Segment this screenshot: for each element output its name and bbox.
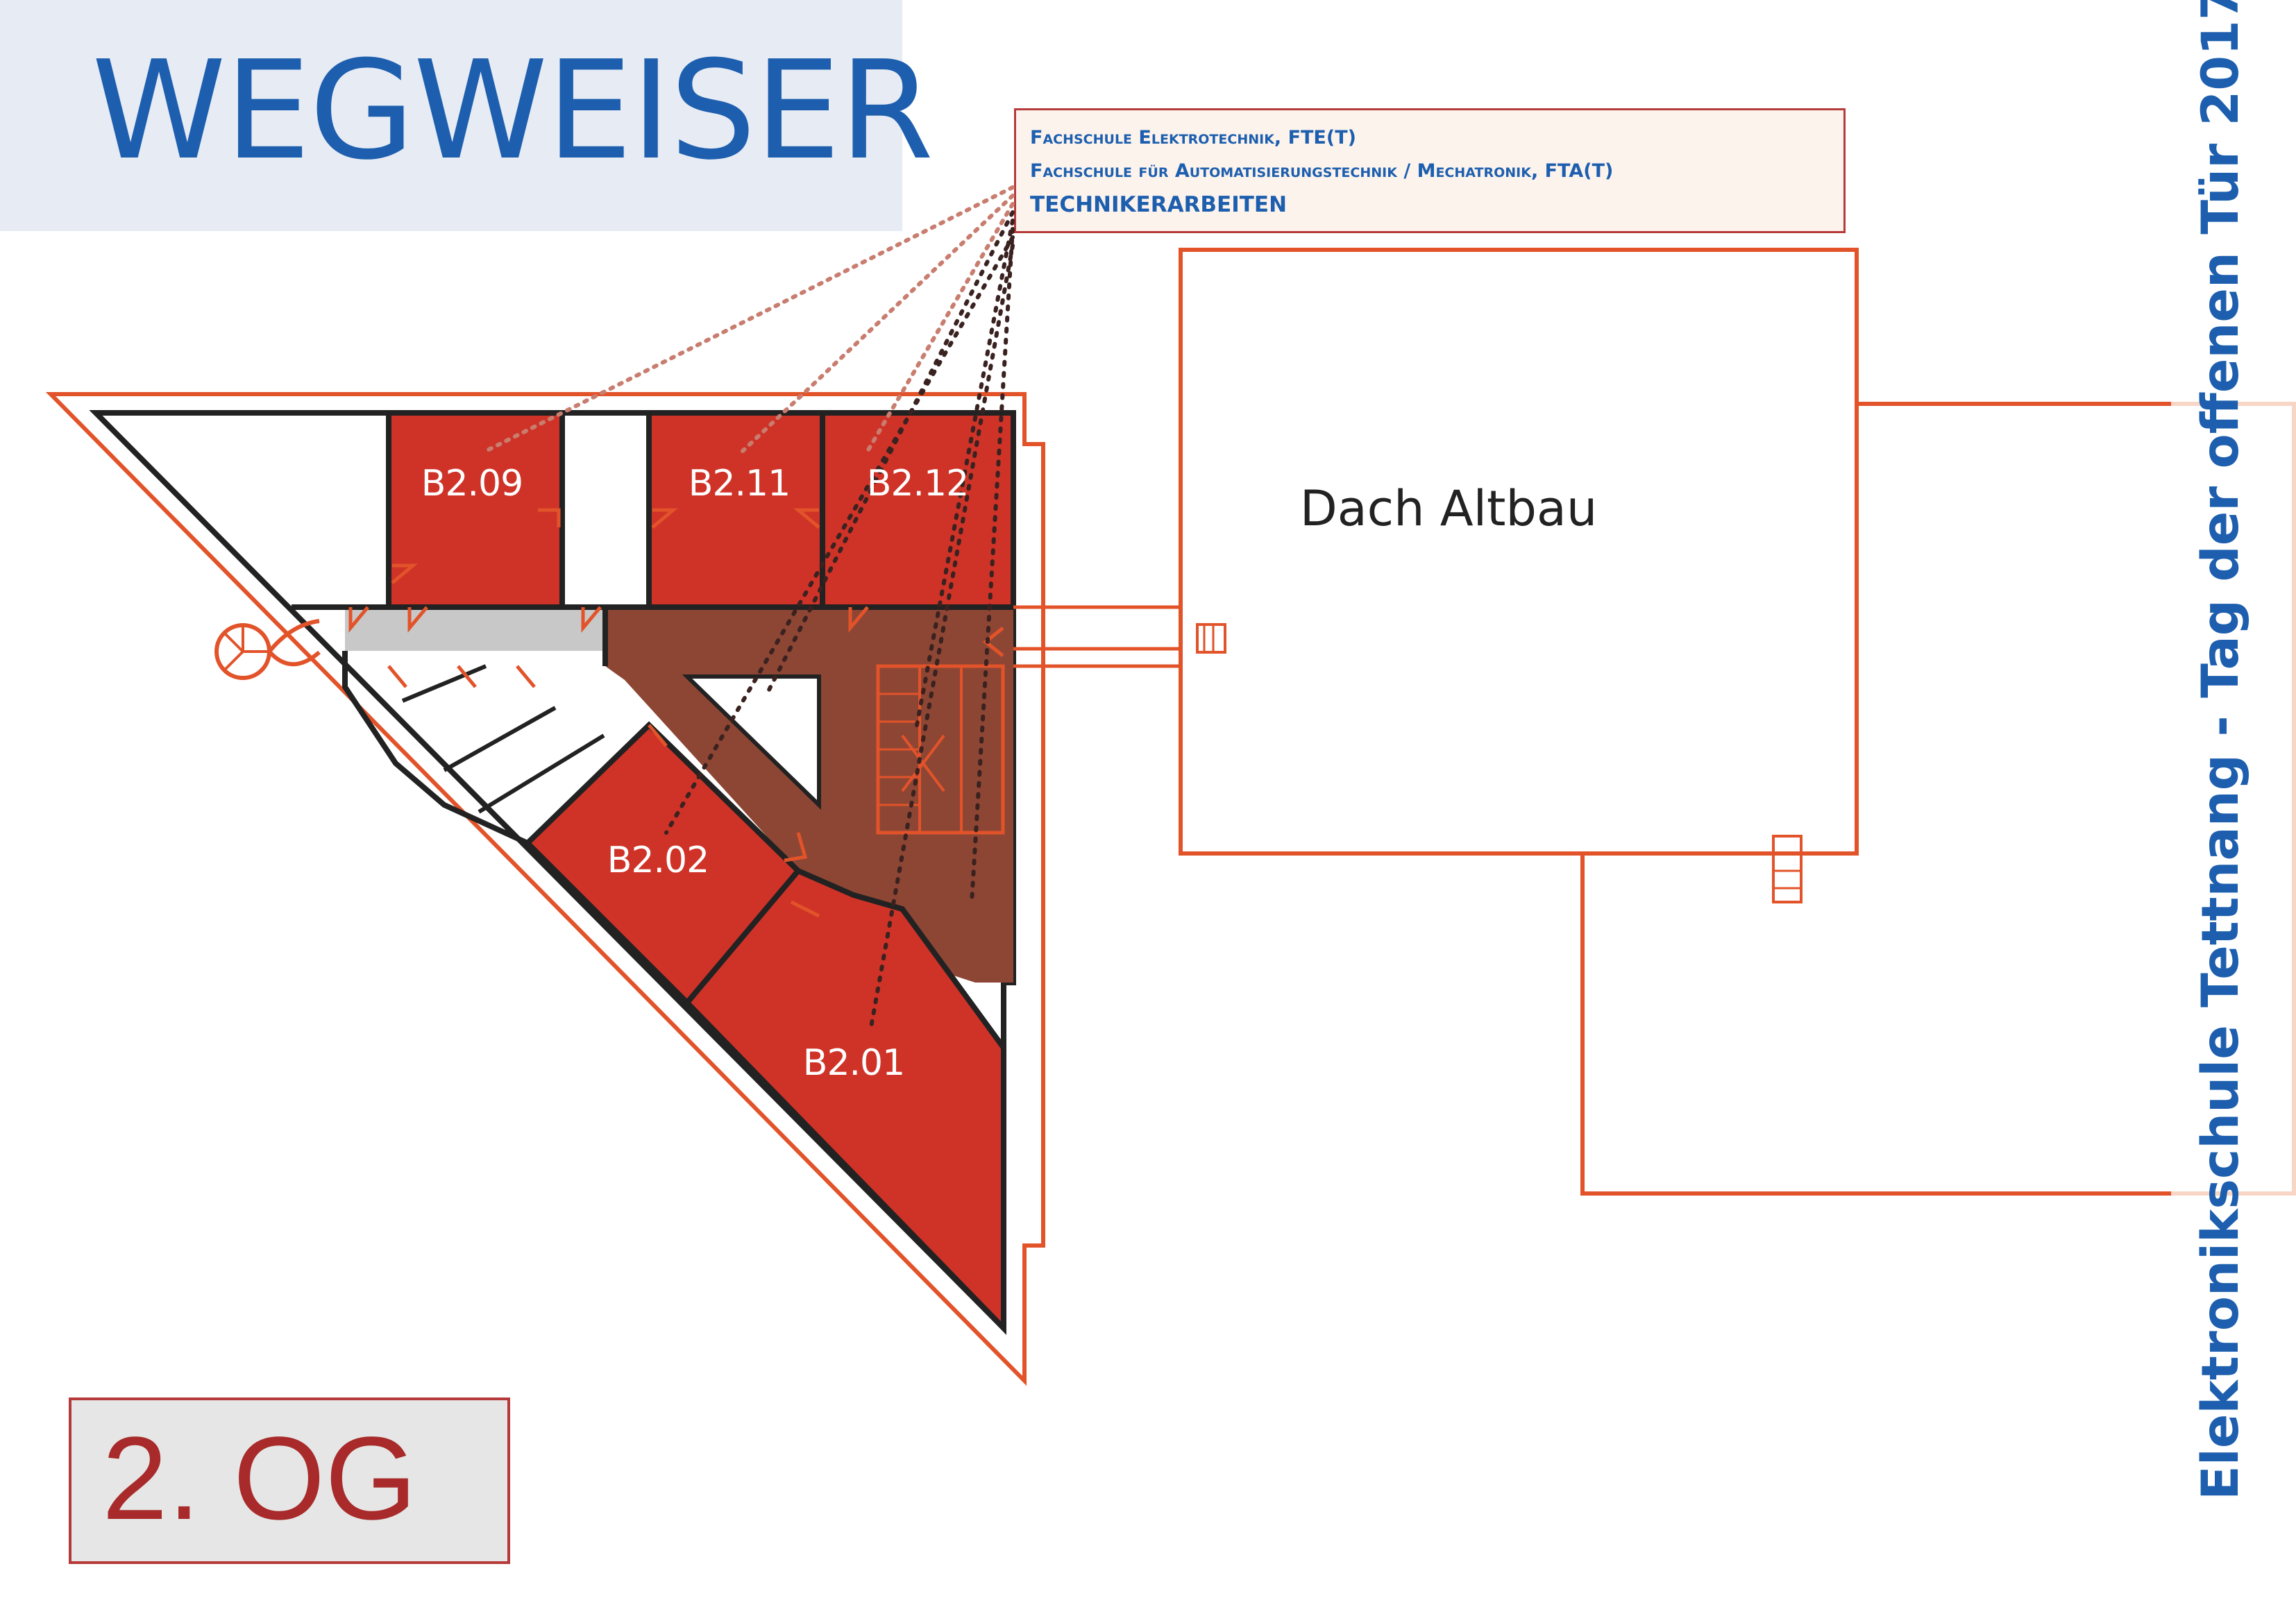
page-title: WEGWEISER <box>92 32 934 190</box>
corridor <box>345 607 605 651</box>
light-well <box>682 674 821 810</box>
room-label-b211: B2.11 <box>688 463 791 504</box>
building-label-dach-altbau: Dach Altbau <box>1299 480 1598 537</box>
dach-altbau-outline <box>1179 248 1859 856</box>
legend-line-fta: Fachschule für Automatisierungstechnik /… <box>1030 160 1614 182</box>
title-banner: WEGWEISER <box>0 0 934 231</box>
building-outline <box>45 392 1045 1386</box>
floor-label: 2. OG <box>102 1413 417 1545</box>
room-b211 <box>646 410 825 610</box>
event-caption: Elektronikschule Tettnang - Tag der offe… <box>2191 0 2250 1500</box>
room-label-b201: B2.01 <box>802 1042 905 1084</box>
legend-line-fte: Fachschule Elektrotechnik, FTE(T) <box>1030 127 1356 148</box>
room-label-b209: B2.09 <box>421 463 523 504</box>
room-b201 <box>683 867 1006 1335</box>
room-label-b202: B2.02 <box>607 840 709 881</box>
room-label-b212: B2.12 <box>866 463 969 504</box>
room-b212 <box>820 410 1016 610</box>
floor-badge: 2. OG <box>69 1397 510 1564</box>
legend-line-technikerarbeiten: TECHNIKERARBEITEN <box>1030 192 1288 217</box>
legend-box: Fachschule Elektrotechnik, FTE(T) Fachsc… <box>1014 108 1846 233</box>
room-b209 <box>386 410 565 610</box>
